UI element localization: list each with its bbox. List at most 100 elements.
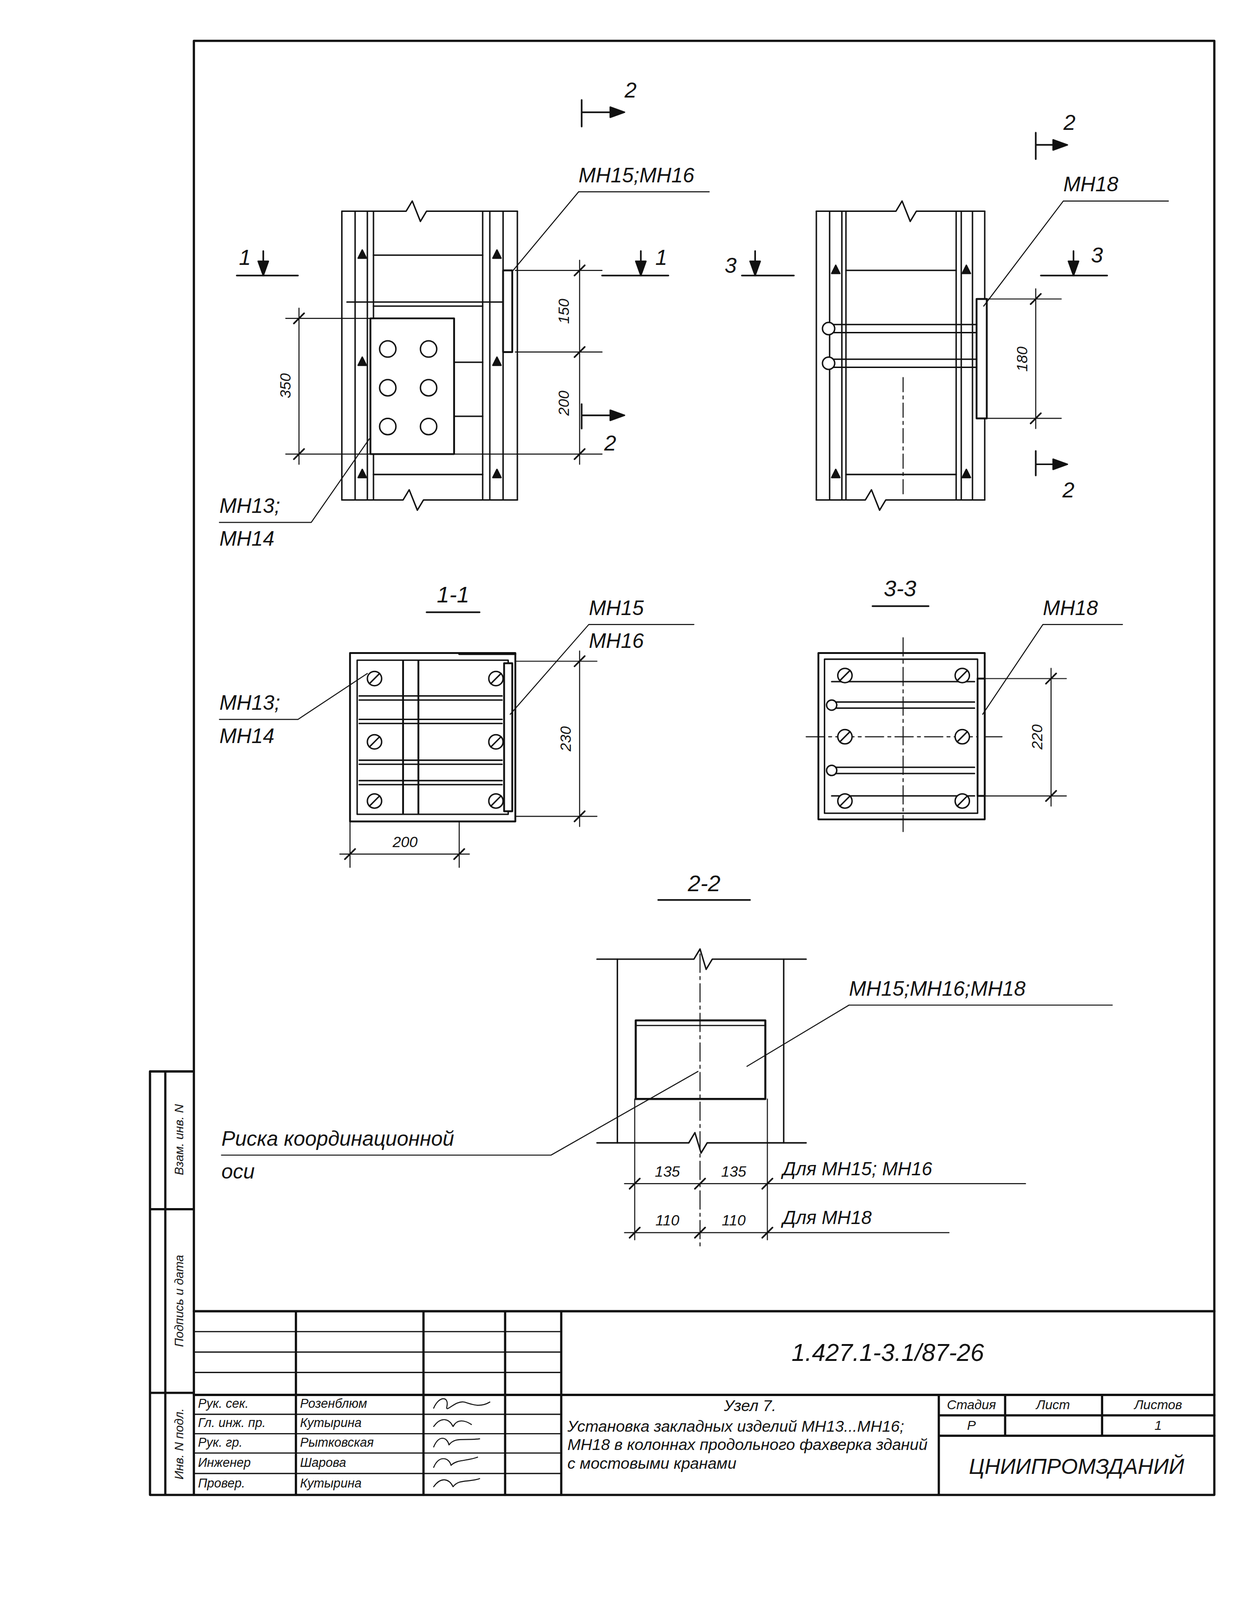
column-elevation-right-part [741, 132, 1108, 476]
column-elevation-right [741, 132, 1169, 510]
column-elevation-left-part [420, 379, 437, 397]
stamp-name: Розенблюм [299, 1396, 367, 1412]
stamp-header: Стадия [947, 1397, 997, 1413]
column-elevation-left-part [285, 260, 603, 464]
part-label: МН13; МН14 [219, 489, 284, 556]
sheet-frame-part [149, 1070, 195, 1495]
column-elevation-left-part [341, 201, 518, 511]
dimension: 200 [556, 390, 573, 416]
section-3-3-part [806, 637, 1006, 832]
dimension: 110 [655, 1211, 680, 1229]
column-elevation-left-part [358, 249, 501, 478]
stamp-name: Рытковская [299, 1434, 374, 1450]
section-1-1-part [344, 656, 585, 860]
section-mark: 2 [624, 77, 637, 103]
margin-field: Подпись и дата [173, 1254, 187, 1347]
drawing-title: Установка закладных изделий МН13...МН16;… [567, 1416, 935, 1472]
section-1-1-part [403, 653, 516, 814]
signatures [433, 1398, 490, 1487]
organisation: ЦНИИПРОМЗДАНИЙ [968, 1453, 1184, 1479]
section-3-3-part [984, 668, 1067, 807]
section-1-1-part [339, 650, 598, 867]
drawing-lines [149, 40, 1215, 1495]
stamp-name: Шарова [299, 1455, 346, 1471]
signatures-part [433, 1456, 478, 1467]
column-elevation-left-part [420, 418, 437, 435]
section-mark: 2 [604, 430, 617, 456]
section-2-2-part [629, 1178, 773, 1238]
section-2-2-part [699, 953, 701, 1250]
column-elevation-right-part [1030, 293, 1041, 424]
stamp-role: Рук. гр. [197, 1434, 243, 1450]
stamp-role: Инженер [197, 1455, 251, 1471]
section-title: 1-1 [436, 581, 470, 608]
signatures-part [433, 1398, 490, 1409]
section-3-3 [806, 605, 1123, 832]
section-3-3-part [872, 605, 929, 607]
column-elevation-right-part [976, 298, 987, 419]
column-elevation-right-part [816, 211, 985, 501]
column-elevation-right-part [902, 377, 904, 495]
stamp-header: Листов [1134, 1397, 1182, 1413]
stamp-role: Провер. [197, 1475, 246, 1491]
section-3-3-part [1046, 673, 1057, 801]
column-elevation-right-part [983, 201, 1169, 307]
column-elevation-left-part [219, 191, 710, 523]
sheet-frame [149, 40, 1215, 1495]
column-elevation-right-part [831, 265, 971, 478]
column-elevation-left-part [346, 254, 502, 475]
column-elevation-left-part [236, 99, 669, 429]
signatures-part [433, 1419, 472, 1427]
section-mark: 2 [1063, 110, 1076, 135]
section-3-3-part [982, 624, 1123, 715]
column-elevation-left-part [379, 418, 397, 435]
stamp-role: Рук. сек. [197, 1396, 249, 1412]
sheet-frame-part [194, 1310, 1215, 1495]
stamp-name: Кутырина [299, 1475, 362, 1491]
column-elevation-right-part [828, 270, 977, 475]
section-1-1-part [357, 659, 509, 815]
signatures-part [433, 1478, 480, 1487]
column-elevation-right-part [822, 357, 835, 370]
stamp-header: Лист [1036, 1397, 1070, 1413]
part-label: МН18 [1042, 591, 1098, 625]
section-title: 2-2 [687, 870, 721, 897]
stamp-name: Кутырина [299, 1415, 362, 1431]
column-elevation-right-part [822, 322, 835, 335]
section-2-2-part [597, 948, 807, 1153]
section-1-1-part [358, 695, 502, 785]
section-2-2-part [624, 1098, 1026, 1240]
part-label: МН15;МН16 [578, 158, 695, 192]
drawing-title: Узел 7. [724, 1396, 777, 1415]
document-code: 1.427.1-3.1/87-26 [791, 1338, 985, 1367]
section-3-3-part [831, 681, 975, 796]
column-elevation-left-part [293, 265, 585, 460]
stamp-role: Гл. инж. пр. [197, 1415, 266, 1431]
section-2-2 [221, 899, 1113, 1250]
margin-field: Взам. инв. N [173, 1104, 187, 1175]
section-2-2-part [657, 898, 750, 901]
section-3-3-part [977, 678, 985, 796]
dimension-note: Для МН18 [782, 1202, 872, 1233]
column-elevation-left-part [420, 340, 437, 358]
column-elevation-left-part [502, 270, 513, 352]
section-3-3-part [839, 670, 968, 806]
stamp-value: 1 [1154, 1417, 1163, 1433]
section-mark: 1 [655, 244, 668, 270]
dimension: 200 [392, 832, 418, 851]
dimension-note: Для МН15; МН16 [782, 1153, 933, 1184]
section-3-3-part [826, 699, 837, 710]
section-1-1-part [504, 663, 513, 812]
sheet-frame-part [194, 1331, 562, 1474]
section-1-1-part [350, 652, 516, 822]
dimension: 350 [277, 373, 294, 398]
dimension: 135 [721, 1162, 747, 1180]
part-label: МН15;МН16;МН18 [849, 971, 1026, 1005]
section-mark: 2 [1062, 477, 1075, 502]
column-elevation-left-part [341, 211, 518, 501]
section-1-1-part [426, 611, 480, 613]
dimension: 180 [1014, 346, 1031, 372]
column-elevation-right-part [986, 288, 1062, 429]
